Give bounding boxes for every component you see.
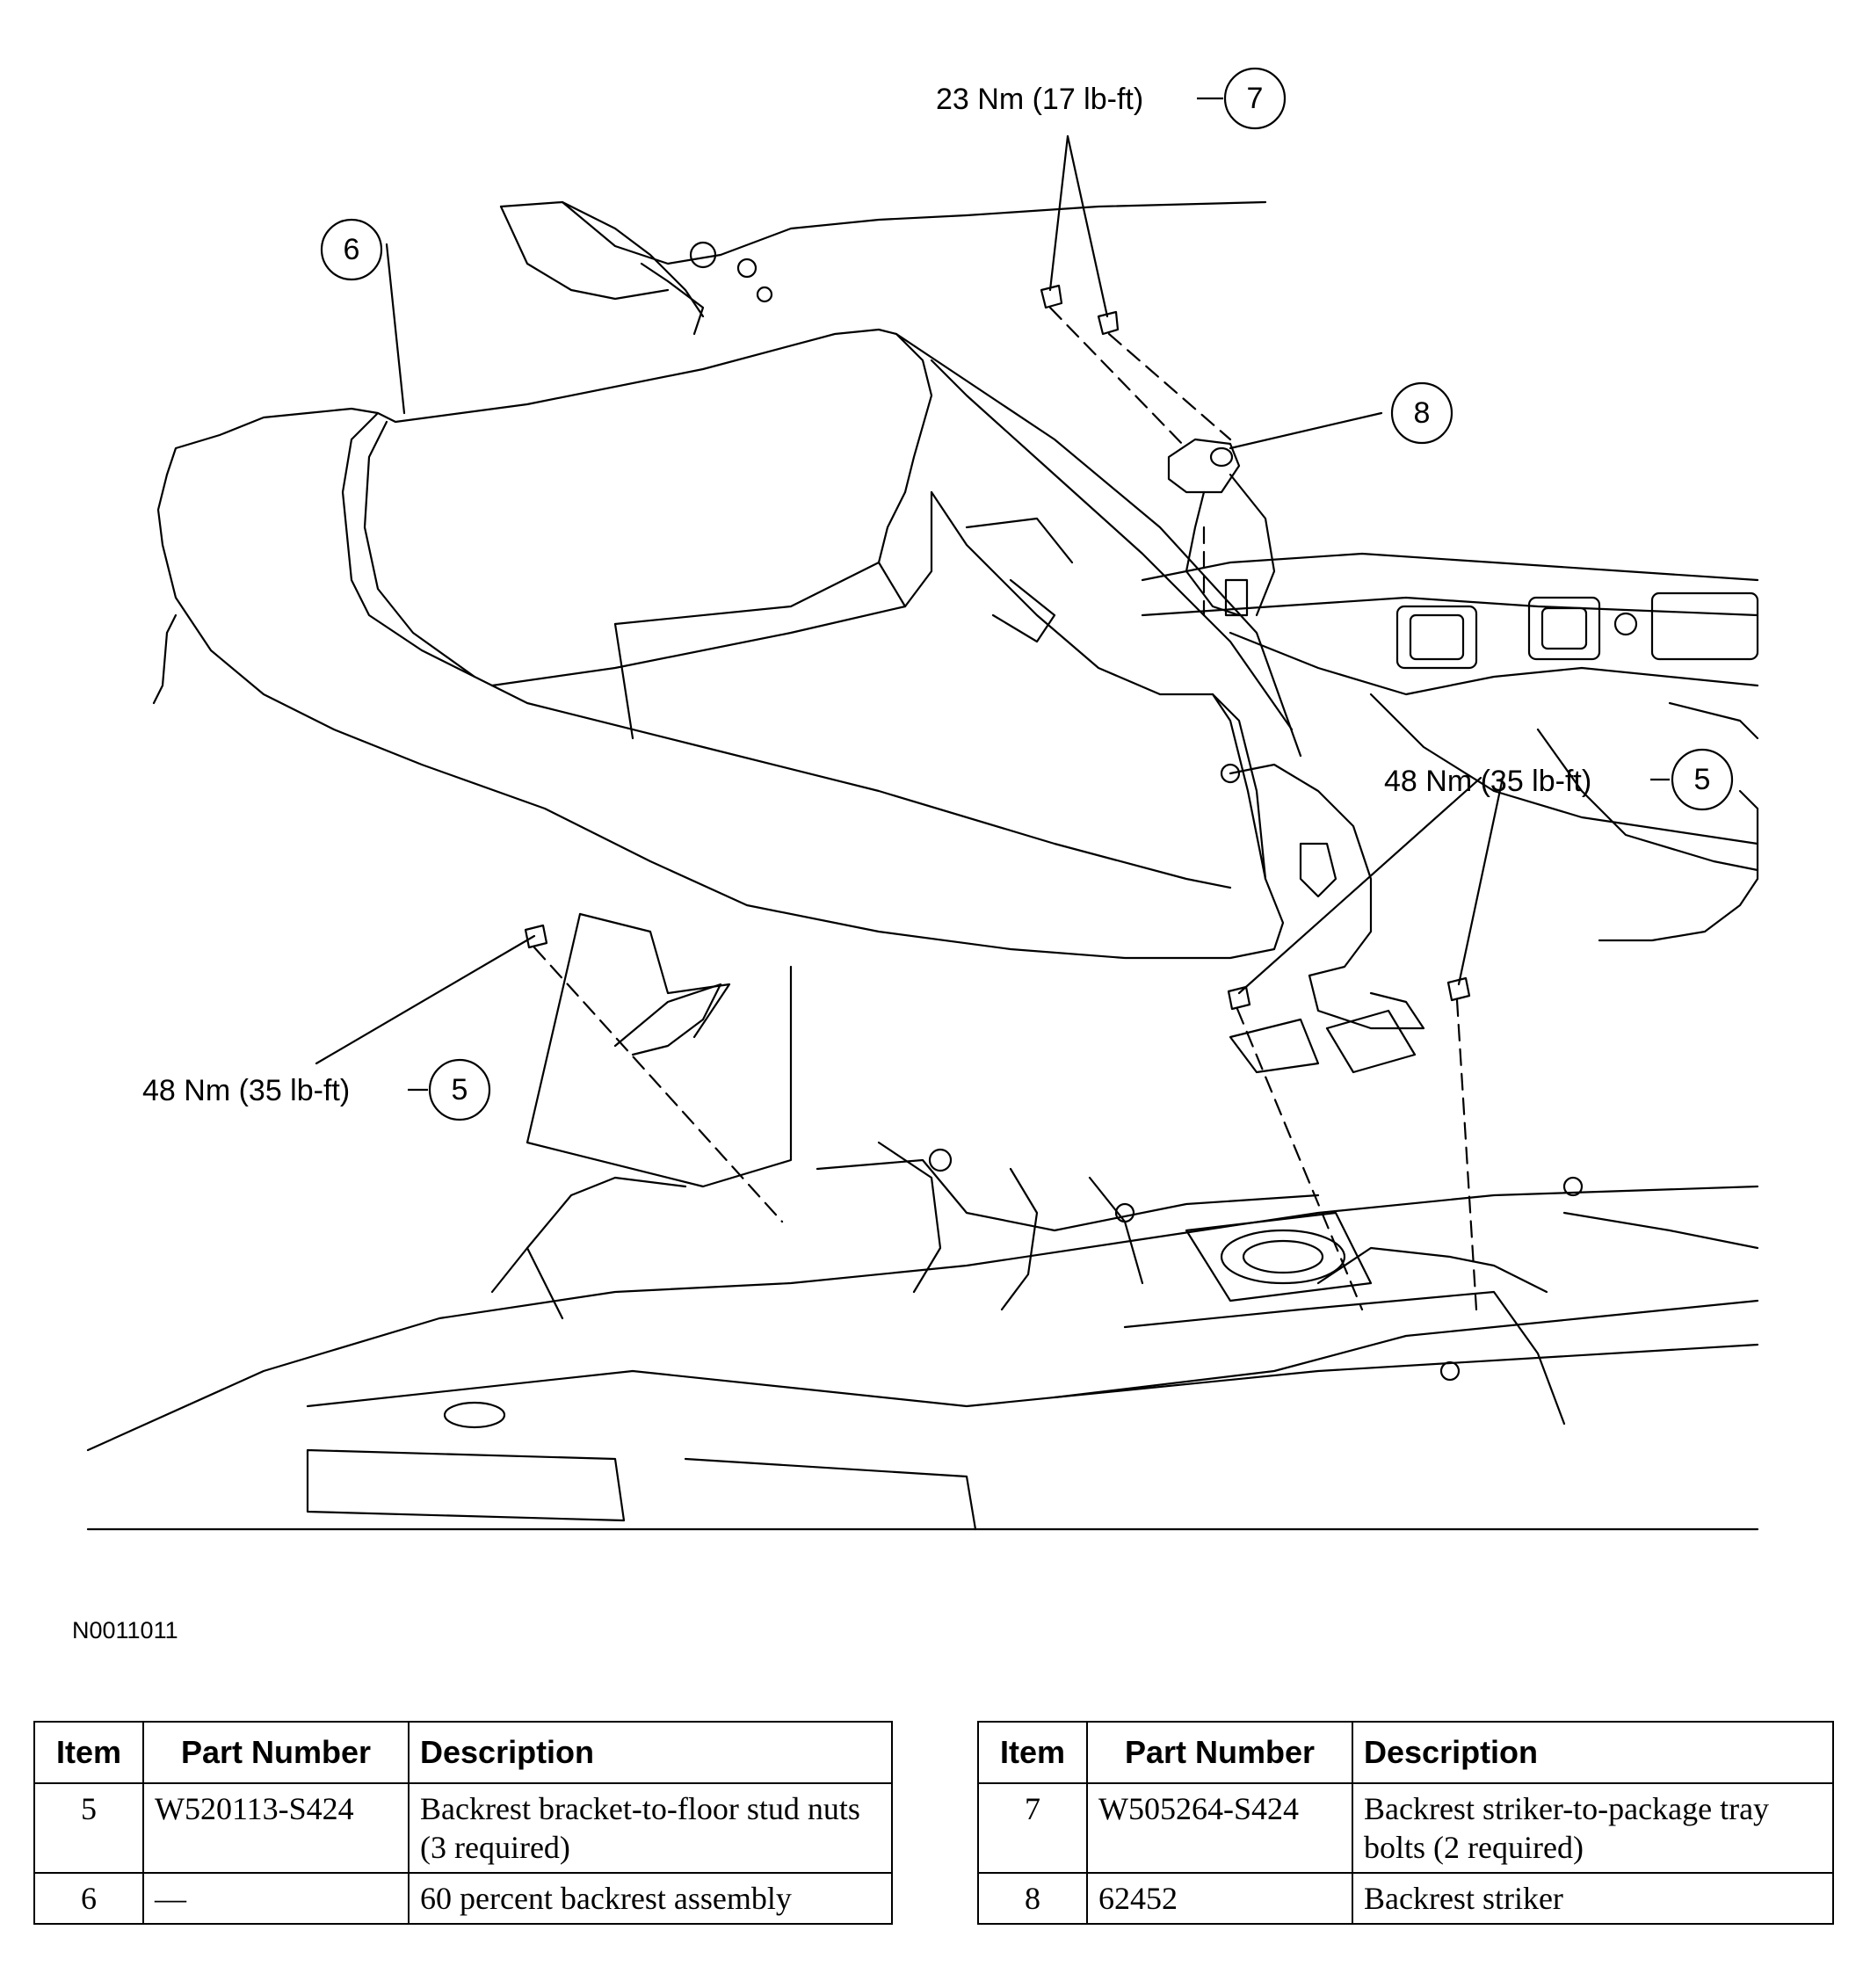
callout-item7: 23 Nm (17 lb-ft) 7: [936, 67, 1287, 130]
cell-item: 6: [33, 1872, 144, 1925]
header-part-number: Part Number: [142, 1721, 410, 1784]
cell-description: Backrest striker-to-package tray bolts (…: [1352, 1782, 1834, 1874]
callout-item5-right-torque: 48 Nm (35 lb-ft): [1384, 765, 1591, 798]
callout-item5-right: 48 Nm (35 lb-ft) 5: [1384, 748, 1734, 811]
cell-description: Backrest bracket-to-floor stud nuts (3 r…: [408, 1782, 893, 1874]
vehicle-body-structure: [86, 200, 1759, 1531]
cell-item: 8: [977, 1872, 1088, 1925]
table-header-row: Item Part Number Description: [33, 1721, 893, 1784]
backrest-striker-item8: [1167, 438, 1276, 617]
callout-item5-left: 48 Nm (35 lb-ft) 5: [142, 1058, 491, 1121]
table-row: 8 62452 Backrest striker: [977, 1872, 1834, 1925]
table-header-row: Item Part Number Description: [977, 1721, 1834, 1784]
cell-part-number: W520113-S424: [142, 1782, 410, 1874]
cell-description: Backrest striker: [1352, 1872, 1834, 1925]
callout-item7-torque: 23 Nm (17 lb-ft): [936, 83, 1143, 116]
callout-item8-number: 8: [1414, 396, 1431, 430]
striker-bolts-item7: [1040, 284, 1120, 336]
figure-id: N0011011: [72, 1617, 178, 1643]
cell-part-number: 62452: [1086, 1872, 1353, 1925]
header-item: Item: [977, 1721, 1088, 1784]
header-item: Item: [33, 1721, 144, 1784]
callout-item5-right-number: 5: [1694, 763, 1711, 796]
cell-item: 7: [977, 1782, 1088, 1874]
header-description: Description: [1352, 1721, 1834, 1784]
table-row: 5 W520113-S424 Backrest bracket-to-floor…: [33, 1782, 893, 1874]
parts-table-right: Item Part Number Description 7 W505264-S…: [977, 1721, 1834, 1925]
cell-part-number: W505264-S424: [1086, 1782, 1353, 1874]
cell-description: 60 percent backrest assembly: [408, 1872, 893, 1925]
callout-item6-number: 6: [344, 233, 360, 266]
header-part-number: Part Number: [1086, 1721, 1353, 1784]
backrest-assembly-item6: [152, 328, 1425, 1188]
parts-table-left: Item Part Number Description 5 W520113-S…: [33, 1721, 893, 1925]
cell-part-number: —: [142, 1872, 410, 1925]
cell-item: 5: [33, 1782, 144, 1874]
callout-item8: 8: [1390, 381, 1453, 445]
stud-nuts-item5: [524, 924, 1471, 1011]
exploded-view-diagram: 23 Nm (17 lb-ft) 7 6 8 48 Nm (35 lb-ft) …: [86, 67, 1759, 1531]
leader-lines: [315, 134, 1504, 1065]
callout-item5-left-torque: 48 Nm (35 lb-ft): [142, 1074, 350, 1107]
callout-item5-left-number: 5: [452, 1073, 468, 1106]
table-row: 7 W505264-S424 Backrest striker-to-packa…: [977, 1782, 1834, 1874]
header-description: Description: [408, 1721, 893, 1784]
table-row: 6 — 60 percent backrest assembly: [33, 1872, 893, 1925]
installation-path-lines: [533, 306, 1478, 1311]
callout-item6: 6: [320, 218, 383, 281]
callout-item7-number: 7: [1247, 82, 1264, 115]
